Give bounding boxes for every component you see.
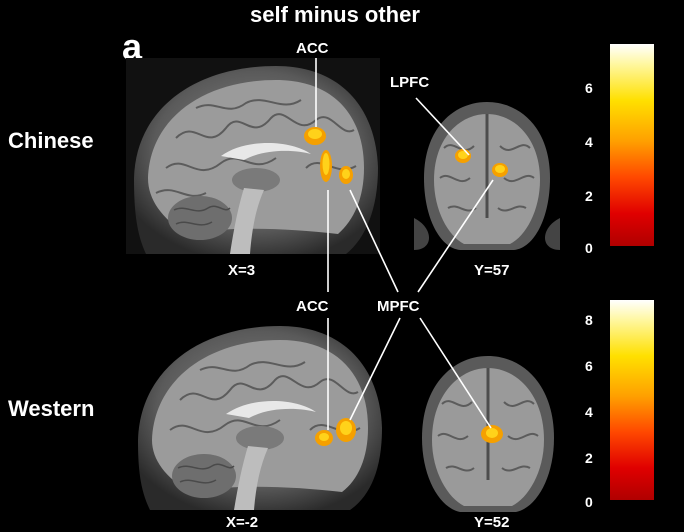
group-label-chinese: Chinese (8, 128, 94, 153)
colorbar-western-tick-6: 6 (585, 358, 593, 374)
colorbar-western-tick-8: 8 (585, 312, 593, 328)
chinese-sagittal-activations (304, 127, 353, 184)
western-sagittal-slice (134, 320, 384, 510)
colorbar-chinese (610, 44, 654, 246)
colorbar-western-tick-4: 4 (585, 404, 593, 420)
figure-title: self minus other (250, 2, 420, 27)
slice-label-western-coronal: Y=52 (474, 514, 510, 531)
colorbar-chinese-tick-0: 0 (585, 240, 593, 256)
western-sagittal-activations (315, 418, 356, 446)
panel-letter: a (122, 26, 143, 67)
roi-label-mpfc: MPFC (377, 298, 420, 315)
chinese-sagittal-slice (126, 58, 380, 254)
colorbar-chinese-tick-4: 4 (585, 134, 593, 150)
roi-label-acc-bottom: ACC (296, 298, 329, 315)
colorbar-western-tick-0: 0 (585, 494, 593, 510)
slice-label-chinese-sagittal: X=3 (228, 262, 256, 279)
slice-label-western-sagittal: X=-2 (226, 514, 259, 531)
colorbar-western-tick-2: 2 (585, 450, 593, 466)
slice-label-chinese-coronal: Y=57 (474, 262, 510, 279)
roi-label-acc-top: ACC (296, 40, 329, 57)
western-coronal-slice (414, 352, 562, 512)
colorbar-chinese-tick-6: 6 (585, 80, 593, 96)
colorbar-western (610, 300, 654, 500)
roi-label-lpfc: LPFC (390, 74, 430, 91)
colorbar-chinese-tick-2: 2 (585, 188, 593, 204)
western-coronal-activations (481, 425, 503, 443)
group-label-western: Western (8, 396, 95, 421)
